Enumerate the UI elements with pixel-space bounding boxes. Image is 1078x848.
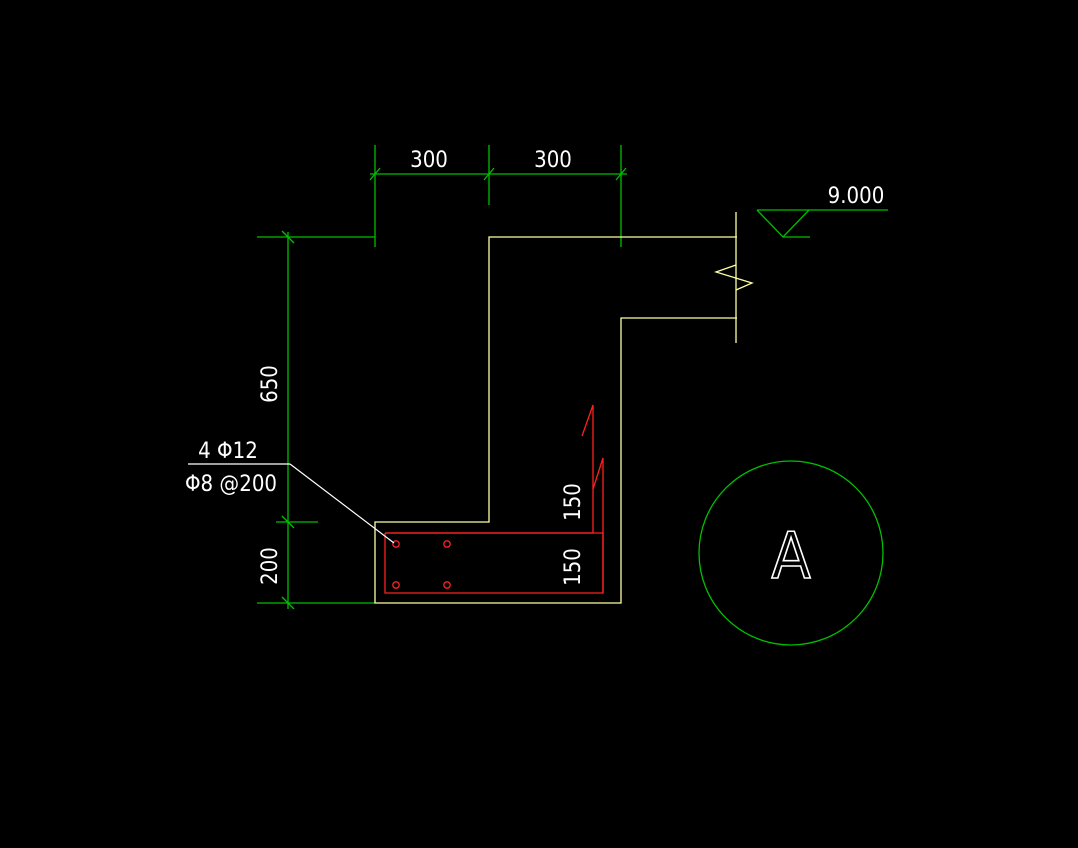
tick-mark <box>483 167 495 181</box>
elevation-value: 9.000 <box>828 184 885 209</box>
detail-circle <box>698 460 884 646</box>
rebar-dot <box>392 581 400 589</box>
dim-left-upper: 650 <box>258 365 283 403</box>
rebar-stirrup-label: Φ8 @200 <box>185 472 277 497</box>
tick-mark <box>369 167 381 181</box>
rebar-dot <box>443 540 451 548</box>
hook-length-upper: 150 <box>561 483 586 521</box>
beam-section-outline <box>374 236 737 604</box>
tick-mark <box>281 230 295 244</box>
concrete-outline <box>374 212 754 604</box>
tick-mark <box>615 167 627 181</box>
leader-line <box>289 463 395 544</box>
dim-left-lower: 200 <box>258 547 283 585</box>
break-line-zigzag <box>713 264 754 291</box>
rebar-dot <box>443 581 451 589</box>
tick-mark <box>281 596 295 610</box>
dim-top-left: 300 <box>410 148 448 173</box>
hook-length-lower: 150 <box>561 548 586 586</box>
rebar-main-label: 4 Φ12 <box>198 439 258 464</box>
detail-label: A <box>771 520 810 594</box>
dimension-lines <box>257 145 888 646</box>
dim-top-right: 300 <box>534 148 572 173</box>
reinforcement <box>384 404 604 594</box>
tick-mark <box>281 515 295 529</box>
rebar-leader <box>188 463 395 544</box>
rebar-dot <box>392 540 400 548</box>
l-bar <box>385 404 594 534</box>
l-bar-inner <box>592 457 604 593</box>
elevation-triangle <box>756 209 810 238</box>
